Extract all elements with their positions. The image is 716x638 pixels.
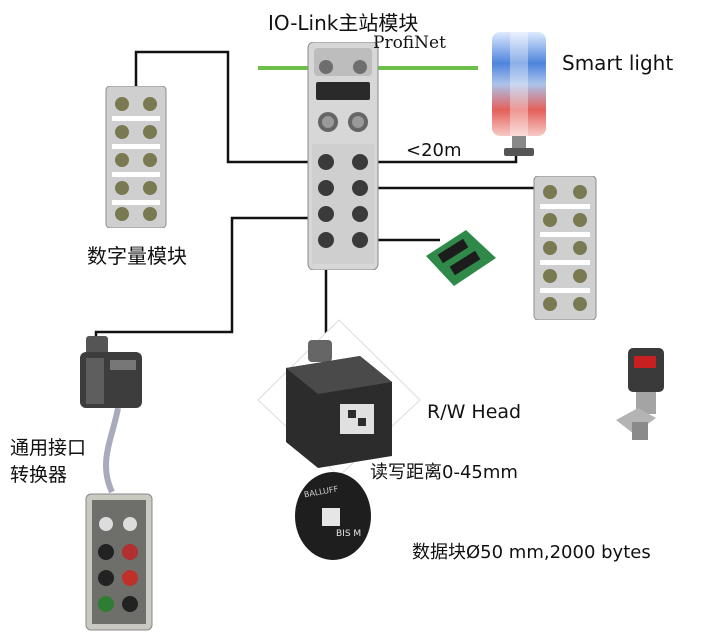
tag-model-text: BIS M bbox=[336, 529, 361, 539]
pressure-sensor bbox=[616, 348, 664, 440]
universal-interface-converter bbox=[80, 336, 142, 408]
digital-io-module bbox=[105, 86, 167, 228]
cable-to-digital-module bbox=[134, 50, 322, 164]
distance-label: <20m bbox=[406, 140, 462, 161]
operator-control-box bbox=[85, 493, 153, 631]
cable-to-converter bbox=[94, 216, 322, 342]
rw-head bbox=[257, 319, 421, 477]
io-hub-module-right bbox=[533, 176, 597, 320]
data-carrier-tag: BALLUFF BIS M bbox=[295, 472, 371, 560]
converter-label-line2: 转换器 bbox=[10, 464, 68, 486]
profinet-label: ProfiNet bbox=[373, 33, 446, 53]
terminal-board bbox=[426, 230, 496, 286]
digital-module-label: 数字量模块 bbox=[87, 244, 187, 268]
rw-head-label: R/W Head bbox=[427, 401, 522, 423]
read-write-distance-label: 读写距离0-45mm bbox=[370, 462, 518, 483]
converter-label-line1: 通用接口 bbox=[10, 437, 87, 459]
smart-light-label: Smart light bbox=[562, 51, 674, 75]
data-carrier-label: 数据块Ø50 mm,2000 bytes bbox=[412, 542, 651, 563]
converter-cable bbox=[102, 407, 121, 494]
smart-light-stack bbox=[492, 32, 546, 156]
io-link-master-title: IO-Link主站模块 bbox=[268, 11, 419, 35]
io-link-master-module bbox=[307, 42, 379, 270]
